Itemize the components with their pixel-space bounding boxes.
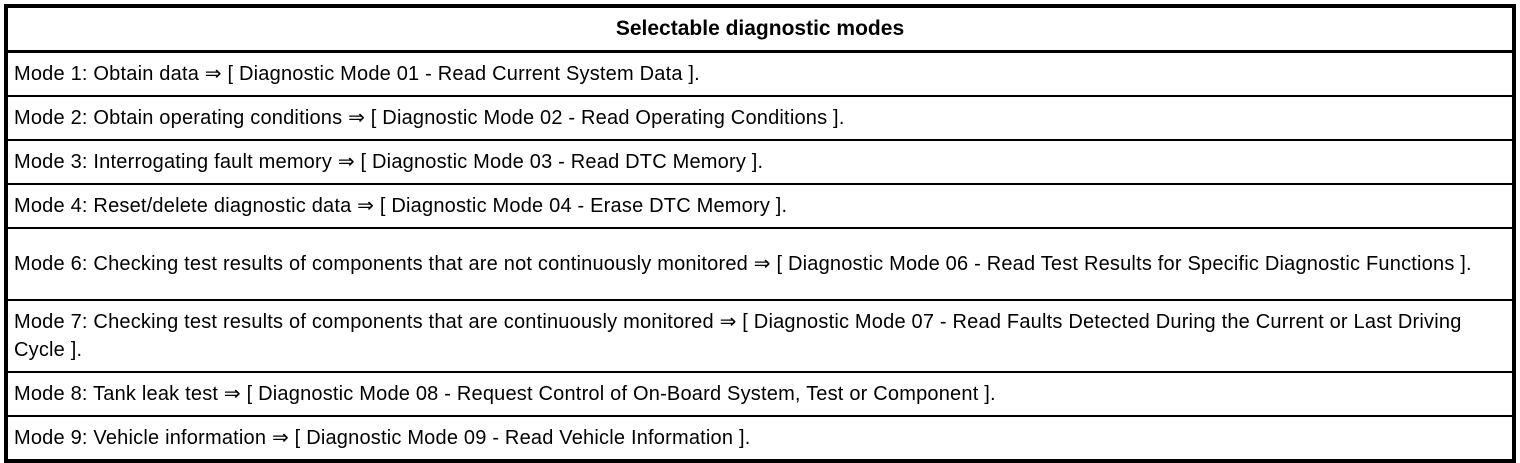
table-header-row: Selectable diagnostic modes xyxy=(6,6,1514,53)
table-row: Mode 2: Obtain operating conditions ⇒ [ … xyxy=(6,95,1514,140)
table-row-text: Mode 9: Vehicle information ⇒ [ Diagnost… xyxy=(6,415,1514,461)
table-row-text: Mode 2: Obtain operating conditions ⇒ [ … xyxy=(6,95,1514,140)
table-row: Mode 1: Obtain data ⇒ [ Diagnostic Mode … xyxy=(6,50,1514,96)
table-row-text: Mode 3: Interrogating fault memory ⇒ [ D… xyxy=(6,139,1514,184)
table-row-text: Mode 8: Tank leak test ⇒ [ Diagnostic Mo… xyxy=(6,371,1514,416)
table-row: Mode 7: Checking test results of compone… xyxy=(6,299,1514,372)
diagnostic-modes-table: Selectable diagnostic modes Mode 1: Obta… xyxy=(4,4,1516,463)
table-row: Mode 6: Checking test results of compone… xyxy=(6,227,1514,300)
table-row-text: Mode 1: Obtain data ⇒ [ Diagnostic Mode … xyxy=(6,50,1514,96)
table-row-text: Mode 7: Checking test results of compone… xyxy=(6,299,1514,372)
table-row: Mode 3: Interrogating fault memory ⇒ [ D… xyxy=(6,139,1514,184)
table-title: Selectable diagnostic modes xyxy=(6,6,1514,53)
table-row-text: Mode 6: Checking test results of compone… xyxy=(6,227,1514,300)
table-row: Mode 9: Vehicle information ⇒ [ Diagnost… xyxy=(6,415,1514,461)
table-row: Mode 8: Tank leak test ⇒ [ Diagnostic Mo… xyxy=(6,371,1514,416)
table-row: Mode 4: Reset/delete diagnostic data ⇒ [… xyxy=(6,183,1514,228)
table-header: Selectable diagnostic modes xyxy=(6,6,1514,53)
table-row-text: Mode 4: Reset/delete diagnostic data ⇒ [… xyxy=(6,183,1514,228)
table-body: Mode 1: Obtain data ⇒ [ Diagnostic Mode … xyxy=(6,50,1514,461)
